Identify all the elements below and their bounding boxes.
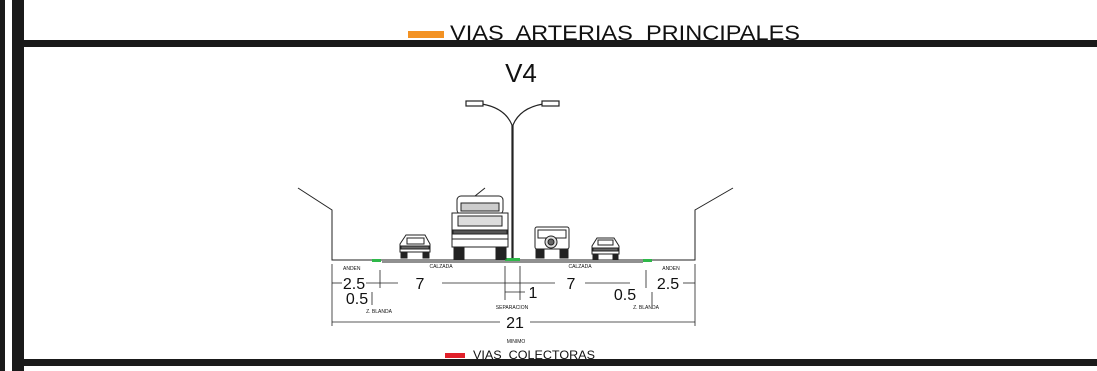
road-profile xyxy=(297,187,734,263)
label-zona-blanda-left: Z. BLANDA xyxy=(366,309,393,315)
dim-zona-left: 0.5 xyxy=(346,291,368,308)
arterial-legend-label: VIAS ARTERIAS PRINCIPALES xyxy=(450,22,800,45)
label-anden-left: ANDEN xyxy=(343,266,361,272)
tanker-truck-icon xyxy=(451,187,509,260)
label-minimo: MINIMO xyxy=(507,339,526,345)
dim-zona-right: 0.5 xyxy=(614,287,636,304)
collector-legend-swatch xyxy=(445,353,465,358)
car-left-icon xyxy=(399,234,431,259)
street-lamp xyxy=(465,100,560,259)
dim-anden-left: 2.5 xyxy=(343,276,365,293)
dim-separacion: 1 xyxy=(529,285,538,302)
dim-calzada-right: 7 xyxy=(567,276,576,293)
dim-anden-right: 2.5 xyxy=(657,276,679,293)
label-calzada-right: CALZADA xyxy=(568,264,592,270)
collector-legend-label: VIAS COLECTORAS xyxy=(473,348,595,362)
jeep-icon xyxy=(534,226,570,259)
label-anden-right: ANDEN xyxy=(662,266,680,272)
label-calzada-left: CALZADA xyxy=(429,264,453,270)
dim-total: 21 xyxy=(506,315,524,332)
car-right-icon xyxy=(591,237,620,260)
dimension-lines xyxy=(331,264,696,326)
label-separacion: SEPARACION xyxy=(496,305,529,311)
arterial-legend-swatch xyxy=(408,31,444,38)
label-zona-blanda-right: Z. BLANDA xyxy=(633,305,660,311)
green-soft-zones xyxy=(372,258,652,262)
section-title: V4 xyxy=(505,58,537,88)
dim-calzada-left: 7 xyxy=(416,276,425,293)
